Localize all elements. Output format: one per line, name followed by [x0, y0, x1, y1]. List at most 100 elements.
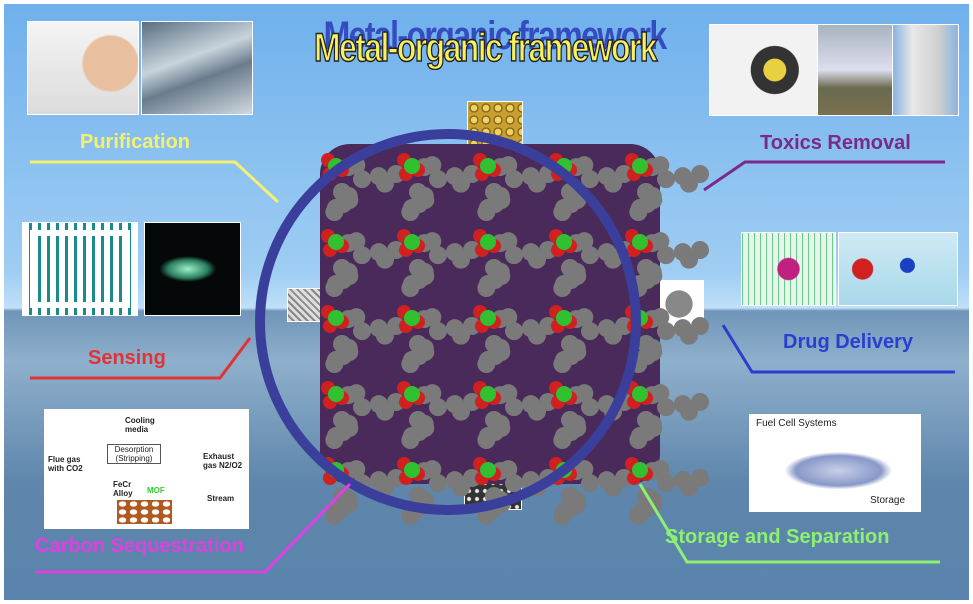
linker-atom [423, 232, 442, 251]
cooling-media-text: Cooling media [125, 416, 155, 434]
linker-atom [499, 384, 518, 403]
linker-atom [499, 460, 518, 479]
linker-atom [651, 384, 670, 403]
diagram-graphics [30, 129, 955, 574]
linker-atom [597, 471, 616, 490]
linker-atom [657, 322, 676, 341]
mof-ring [255, 129, 641, 515]
luminescent-crystal-photo [144, 222, 241, 316]
linker-atom [325, 507, 344, 525]
purification-label: Purification [80, 131, 191, 153]
metal-atom [556, 310, 572, 326]
linker-atom [553, 431, 572, 449]
carbon-connector [35, 482, 352, 574]
metal-atom [480, 234, 496, 250]
mof-bed [117, 500, 172, 524]
sensor-electrode-photo [22, 222, 138, 316]
sensing-label: Sensing [88, 347, 166, 369]
linker-atom [429, 246, 448, 265]
linker-atom [597, 167, 616, 186]
desorption-text: Desorption (Stripping) [107, 444, 161, 464]
mof-applications-diagram: Metal-organic framework Cooling media De… [4, 4, 969, 600]
linker-atom [597, 243, 616, 262]
linker-atom [657, 474, 676, 493]
linker-atom [505, 322, 524, 341]
linker-atom [505, 398, 524, 417]
metal-atom [480, 310, 496, 326]
metal-atom [328, 234, 344, 250]
linker-atom [673, 319, 692, 338]
linker-atom [353, 398, 372, 417]
metal-atom [632, 386, 648, 402]
linker-atom [347, 308, 366, 327]
geothermal-photo [817, 24, 894, 116]
linker-atom [445, 319, 464, 338]
linker-atom [325, 431, 344, 449]
linker-atom [445, 471, 464, 490]
linker-atom [477, 431, 496, 449]
linker-atom [429, 398, 448, 417]
toxics-connector [703, 160, 945, 192]
linker-atom [423, 384, 442, 403]
linker-atom [575, 156, 594, 175]
metal-atom [404, 234, 420, 250]
linker-atom [657, 246, 676, 265]
linker-atom [521, 395, 540, 414]
linker-atom [401, 279, 420, 297]
metal-atom [404, 386, 420, 402]
exhaust-gas-text: Exhaust gas N2/O2 [203, 452, 243, 470]
drug-molecule-cage-photo [838, 232, 958, 306]
linker-atom [673, 471, 692, 490]
linker-atom [347, 384, 366, 403]
fuel-cell-car-image: Fuel Cell Systems Storage [749, 414, 921, 512]
linker-atom [651, 308, 670, 327]
metal-atom [632, 158, 648, 174]
linker-atom [629, 431, 648, 449]
linker-atom [423, 308, 442, 327]
linker-atom [499, 308, 518, 327]
linker-atom [505, 246, 524, 265]
metal-atom [632, 234, 648, 250]
linker-atom [553, 507, 572, 525]
metal-atom [404, 158, 420, 174]
linker-atom [325, 355, 344, 373]
metal-atom [404, 310, 420, 326]
linker-atom [477, 279, 496, 297]
fuel-cell-heading: Fuel Cell Systems [756, 418, 837, 429]
linker-atom [521, 319, 540, 338]
linker-atom [673, 243, 692, 262]
linker-atom [401, 431, 420, 449]
linker-atom [445, 395, 464, 414]
linker-atom [445, 243, 464, 262]
linker-atom [369, 471, 388, 490]
linker-atom [347, 232, 366, 251]
linker-atom [575, 460, 594, 479]
water-surface-photo [141, 21, 253, 115]
drug-delivery-connector [721, 324, 955, 374]
fecr-alloy-text: FeCr Alloy [113, 480, 133, 498]
linker-atom [505, 170, 524, 189]
drug-cage-grid-photo [741, 232, 836, 306]
drug-delivery-label: Drug Delivery [783, 331, 914, 353]
metal-atom [480, 462, 496, 478]
linker-atom [575, 232, 594, 251]
metal-atom [556, 386, 572, 402]
storage-text: Storage [870, 495, 906, 506]
linker-atom [629, 203, 648, 221]
metal-atom [404, 462, 420, 478]
linker-atom [657, 398, 676, 417]
mof-structure [320, 144, 709, 525]
linker-atom [353, 170, 372, 189]
linker-atom [325, 203, 344, 221]
linker-atom [369, 395, 388, 414]
linker-atom [581, 246, 600, 265]
gas-mask-photo [709, 24, 819, 116]
mof-text: MOF [147, 486, 165, 495]
linker-atom [347, 460, 366, 479]
linker-atom [521, 167, 540, 186]
linker-atom [369, 243, 388, 262]
linker-atom [581, 398, 600, 417]
linker-atom [581, 322, 600, 341]
linker-atom [581, 474, 600, 493]
linker-atom [353, 246, 372, 265]
